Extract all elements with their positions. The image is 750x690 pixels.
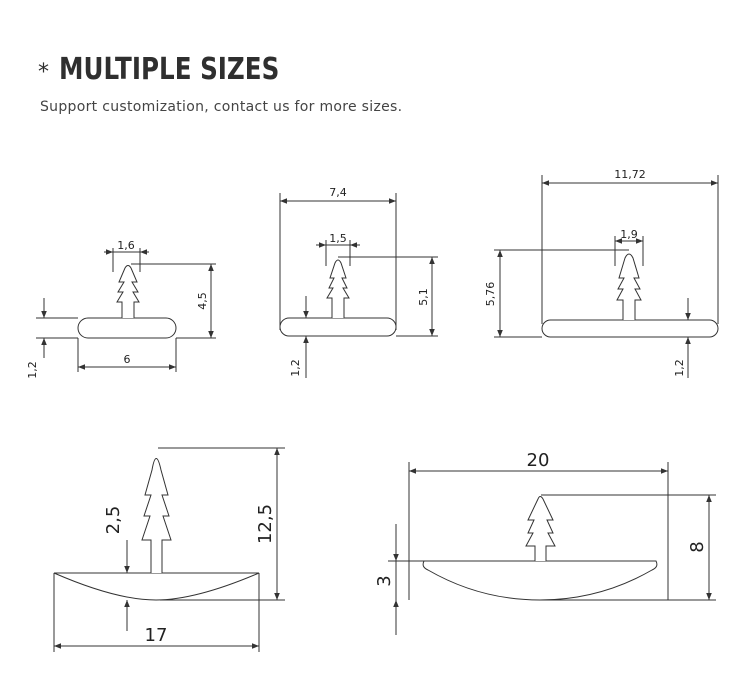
profile-4-base [53,572,260,601]
profile-2-tree [326,259,350,318]
title-row: * MULTIPLE SIZES [38,52,328,87]
profile-3-height-label: 5,76 [484,282,497,307]
profile-1-width-label: 6 [124,353,131,366]
profile-5-height-label: 8 [687,541,708,552]
dimension-labels: 1,6 6 4,5 1,2 7,4 1,5 5,1 1,2 11,72 1,9 … [26,168,708,646]
profile-1-tree [116,265,140,318]
profile-5-tree [525,496,556,561]
profile-3-top-width-label: 1,9 [620,228,638,241]
profile-3-thickness-label: 1,2 [673,359,686,377]
profile-5-base [422,560,658,601]
profile-2-thickness-label: 1,2 [289,359,302,377]
profile-4-stem-label: 2,5 [103,506,124,535]
profile-3-tree [616,253,642,320]
bullet-icon: * [38,60,49,85]
profile-4-height-label: 12,5 [255,504,276,544]
profile-3-drawing [494,175,719,378]
profile-2-height-label: 5,1 [417,288,430,306]
profile-3-base [541,319,719,338]
profile-2-width-label: 7,4 [329,186,347,199]
page-title: MULTIPLE SIZES [59,52,280,87]
profile-1-height-label: 4,5 [196,292,209,310]
page-subtitle: Support customization, contact us for mo… [40,99,403,115]
profile-4-drawing [53,447,285,652]
profile-5-drawing [388,462,716,635]
profile-4-width-label: 17 [145,625,168,646]
profile-4-tree [141,458,172,573]
profile-1-thickness-label: 1,2 [26,361,39,379]
header: * MULTIPLE SIZES [38,52,328,87]
profile-1-base [77,317,177,339]
profile-5-thickness-label: 3 [374,575,395,586]
profile-5-width-label: 20 [527,450,550,471]
profile-3-width-label: 11,72 [614,168,646,181]
profile-2-base [279,317,397,337]
profile-2-drawing [279,193,438,378]
profile-1-drawing [36,248,216,372]
profile-1-top-width-label: 1,6 [117,239,135,252]
profile-2-top-width-label: 1,5 [329,232,347,245]
